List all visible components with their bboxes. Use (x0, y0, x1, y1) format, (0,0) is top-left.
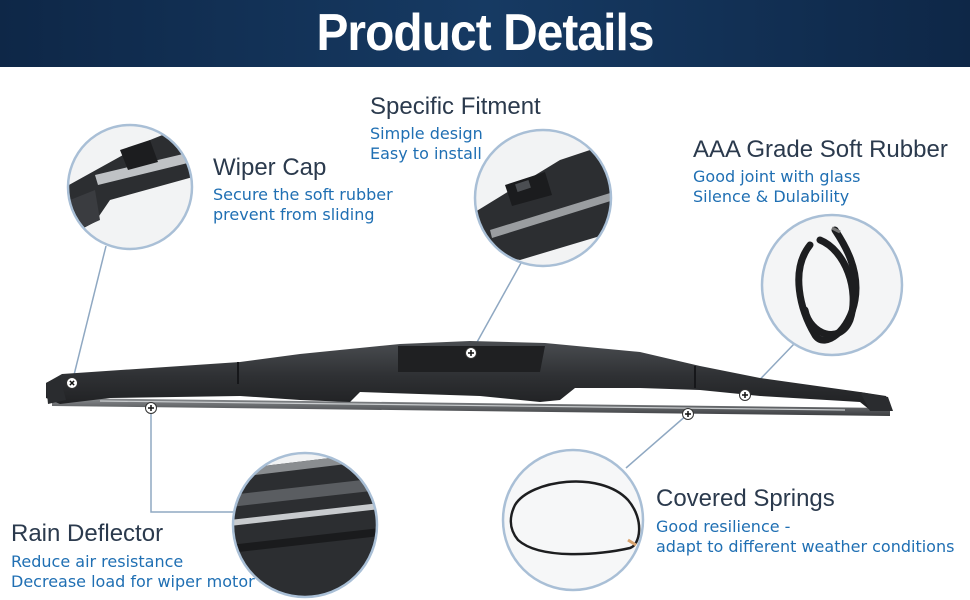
feature-rain-deflector: Rain Deflector Reduce air resistance Dec… (11, 520, 255, 592)
feature-specific-fitment: Specific Fitment Simple design Easy to i… (370, 93, 541, 164)
feature-covered-springs: Covered Springs Good resilience - adapt … (656, 485, 954, 557)
connector-deflector (150, 408, 238, 513)
connector-lines (71, 245, 795, 513)
feature-title: Specific Fitment (370, 93, 541, 120)
callout-rubber (760, 213, 904, 357)
end-cap-left (46, 376, 66, 404)
feature-title: Wiper Cap (213, 154, 327, 181)
plus-marker-icon (66, 347, 751, 420)
feature-line: prevent from sliding (213, 205, 375, 224)
feature-line: Reduce air resistance (11, 552, 184, 571)
wiper-blade-icon (46, 341, 893, 416)
feature-line: Silence & Dulability (693, 187, 850, 206)
feature-line: Good resilience - (656, 517, 791, 536)
connector-wiper-cap (71, 245, 107, 384)
header-banner (0, 0, 970, 67)
feature-line: adapt to different weather conditions (656, 537, 955, 556)
callout-fitment (473, 128, 613, 268)
metal-strip (99, 400, 846, 411)
feature-line: Easy to install (370, 144, 482, 163)
feature-soft-rubber: AAA Grade Soft Rubber Good joint with gl… (693, 136, 948, 207)
feature-wiper-cap: Wiper Cap Secure the soft rubber prevent… (213, 154, 393, 225)
blade-body (46, 341, 892, 410)
feature-title: AAA Grade Soft Rubber (693, 136, 948, 163)
page-title: Product Details (316, 4, 654, 62)
feature-title: Covered Springs (656, 485, 835, 512)
feature-line: Simple design (370, 124, 483, 143)
callout-wiper-cap (66, 123, 194, 251)
feature-line: Decrease load for wiper motor (11, 572, 255, 591)
callout-deflector (231, 451, 379, 599)
feature-title: Rain Deflector (11, 520, 164, 547)
rubber-rail (52, 398, 890, 416)
end-cap-right (860, 392, 893, 411)
callout-springs (501, 448, 645, 592)
feature-line: Secure the soft rubber (213, 185, 393, 204)
center-mount (398, 346, 545, 372)
feature-line: Good joint with glass (693, 167, 861, 186)
connector-springs (625, 413, 689, 469)
connector-fitment (470, 262, 522, 354)
